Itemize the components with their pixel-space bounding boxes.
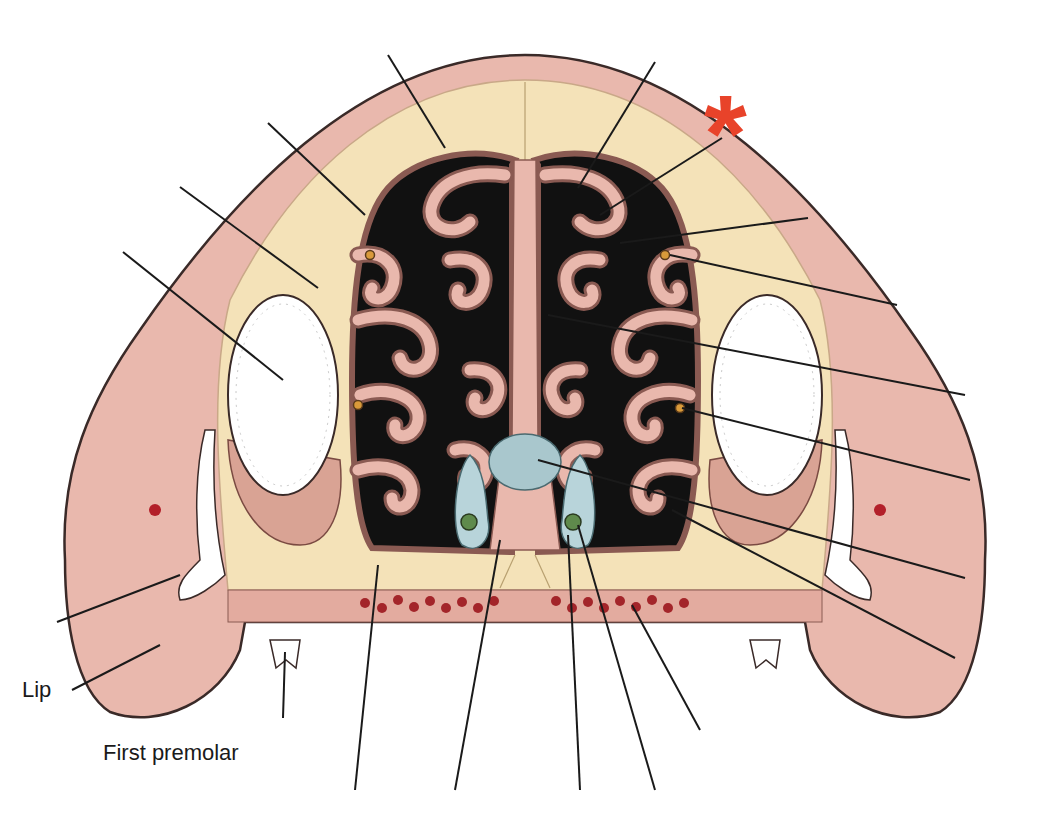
head-outline xyxy=(64,55,985,717)
part-label: First premolar xyxy=(103,741,239,765)
part-label: Lip xyxy=(22,678,51,702)
asterisk-marker: * xyxy=(704,78,747,188)
cheek-tooth xyxy=(228,295,341,545)
